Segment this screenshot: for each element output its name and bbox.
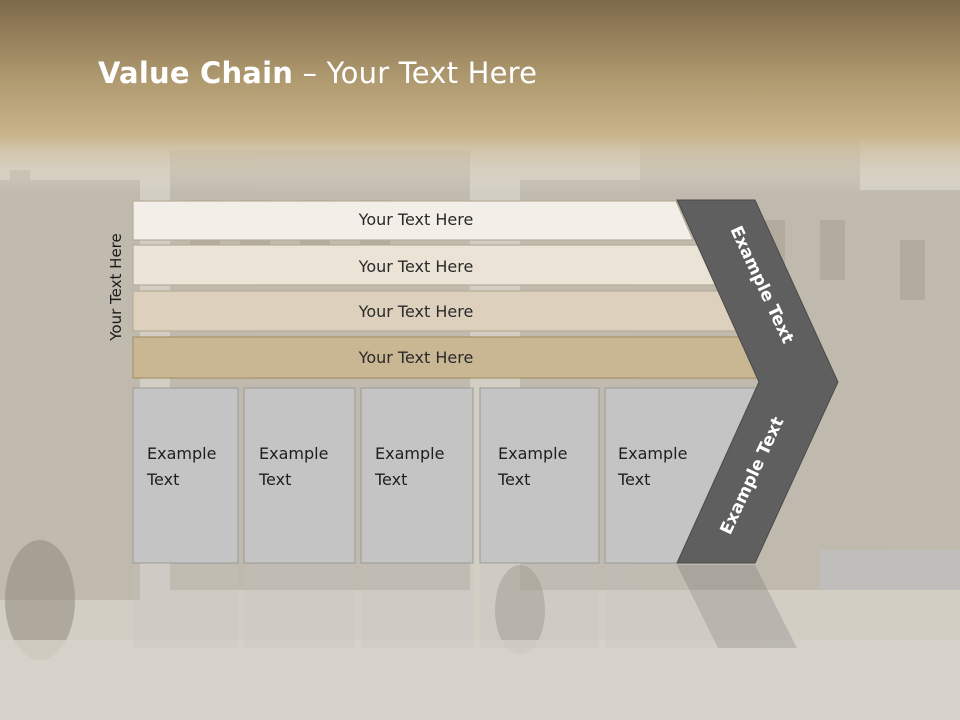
column-2-line2: Text <box>258 470 291 489</box>
column-4 <box>479 387 600 564</box>
column-1-line1: Example <box>147 444 216 463</box>
column-2-line1: Example <box>259 444 328 463</box>
bar-label-1: Your Text Here <box>358 210 474 229</box>
column-1-line2: Text <box>146 470 179 489</box>
title-bold: Value Chain <box>98 56 294 90</box>
column-4-line1: Example <box>498 444 567 463</box>
title-rest: Your Text Here <box>326 56 538 90</box>
bar-1 <box>132 200 694 241</box>
column-3-line2: Text <box>374 470 407 489</box>
diagram-reflection <box>133 565 797 648</box>
column-3-line1: Example <box>375 444 444 463</box>
column-2 <box>243 387 356 564</box>
bar-label-3: Your Text Here <box>358 302 474 321</box>
slide-title: Value Chain – Your Text Here <box>98 56 537 90</box>
column-5-line1: Example <box>618 444 687 463</box>
columns-group: Example Text Example Text Example Text E… <box>132 387 763 564</box>
bar-label-2: Your Text Here <box>358 257 474 276</box>
column-5-line2: Text <box>617 470 650 489</box>
column-4-line2: Text <box>497 470 530 489</box>
bars-group: Your Text Here Your Text Here Your Text … <box>132 200 764 379</box>
chevron-group: Example Text Example Text <box>676 199 839 564</box>
column-1 <box>132 387 239 564</box>
chevron-arrow <box>676 199 839 564</box>
column-3 <box>360 387 474 564</box>
title-separator: – <box>302 56 318 90</box>
bar-label-4: Your Text Here <box>358 348 474 367</box>
